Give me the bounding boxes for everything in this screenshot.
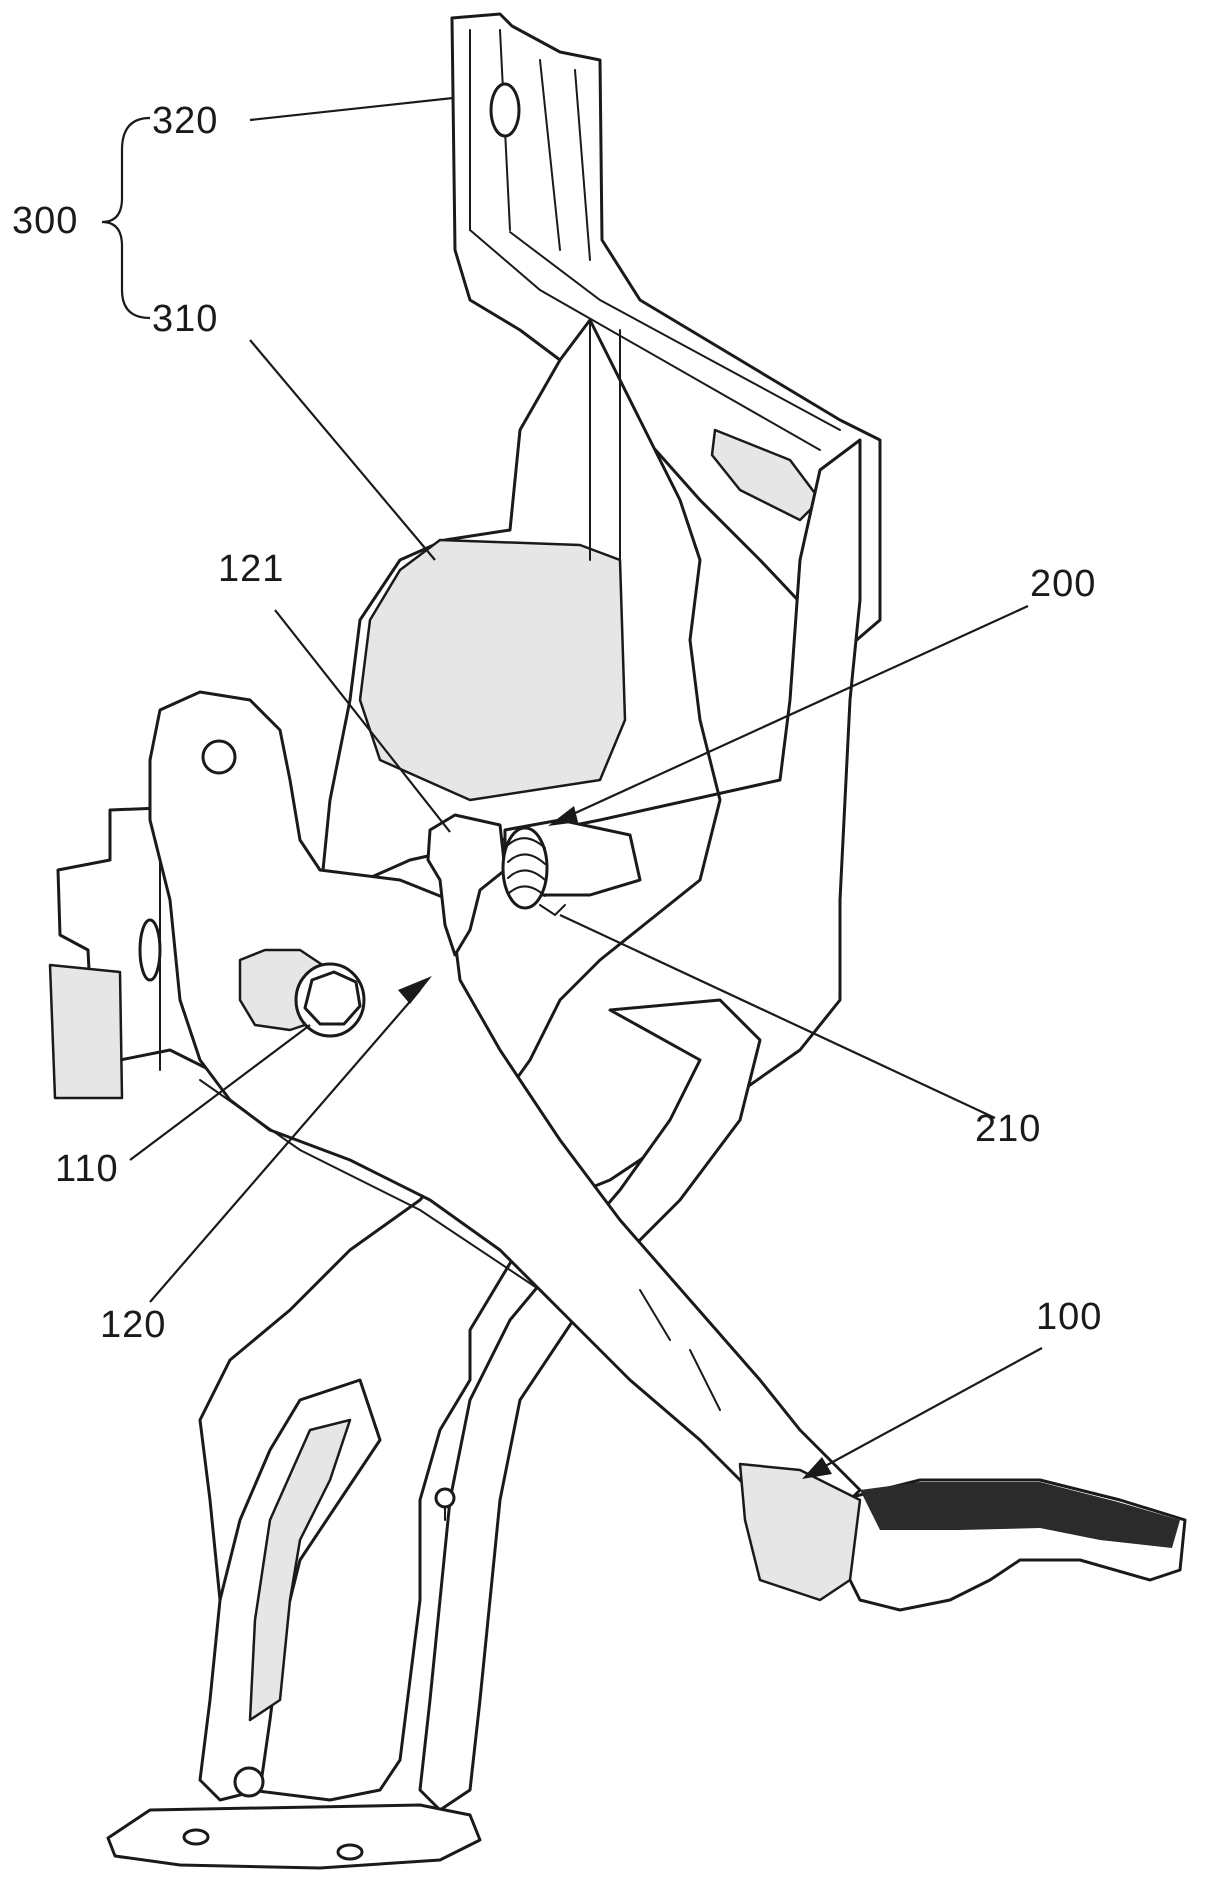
- arrow-200: [548, 806, 578, 826]
- label-121: 121: [218, 548, 285, 590]
- label-320: 320: [152, 100, 219, 142]
- label-300: 300: [12, 200, 79, 242]
- label-310: 310: [152, 298, 219, 340]
- label-210: 210: [975, 1108, 1042, 1150]
- label-100: 100: [1036, 1296, 1103, 1338]
- spring: [501, 818, 642, 917]
- bracket-base-plate: [106, 1766, 482, 1870]
- arrow-100: [802, 1457, 832, 1479]
- label-200: 200: [1030, 563, 1097, 605]
- stopper: [426, 813, 507, 957]
- leader-200: [559, 604, 1029, 822]
- leader-120: [149, 989, 421, 1303]
- bracket-upper-mount: [450, 12, 882, 652]
- label-120: 120: [100, 1304, 167, 1346]
- pedal-pad: [738, 1462, 1187, 1612]
- pivot-bolt: [138, 918, 366, 1038]
- leader-320: [249, 96, 454, 122]
- brace-300: [101, 116, 151, 320]
- arrow-120: [398, 976, 432, 1004]
- leader-110: [129, 1024, 311, 1161]
- pedal-arm: [148, 690, 862, 1532]
- leader-lines: [101, 96, 1043, 1479]
- leader-310: [249, 339, 436, 561]
- leader-100: [817, 1347, 1043, 1471]
- leader-121: [274, 609, 451, 833]
- leader-210: [559, 914, 996, 1119]
- label-110: 110: [55, 1148, 119, 1190]
